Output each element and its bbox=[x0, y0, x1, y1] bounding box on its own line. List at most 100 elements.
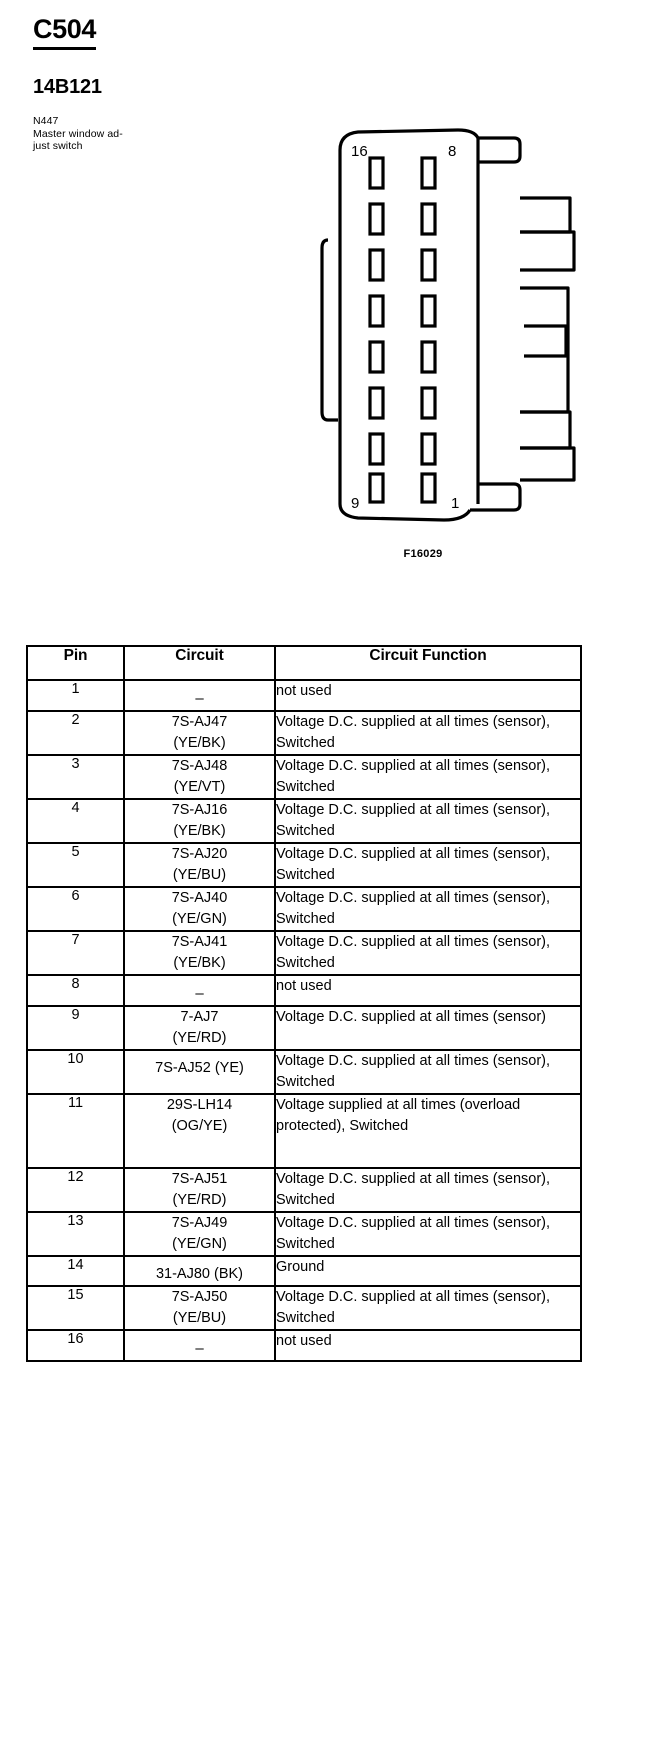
cell-pin: 8 bbox=[26, 974, 125, 1007]
connector-right-notch-2 bbox=[520, 230, 576, 272]
pin-cavity bbox=[420, 294, 437, 328]
component-description: N447 Master window ad- just switch bbox=[33, 115, 333, 153]
circuit-code: – bbox=[195, 1340, 204, 1357]
cell-circuit: 7S-AJ50(YE/BU) bbox=[123, 1285, 276, 1331]
cell-circuit: – bbox=[123, 1329, 276, 1362]
cell-pin: 12 bbox=[26, 1167, 125, 1213]
cell-circuit: 7S-AJ52 (YE) bbox=[123, 1049, 276, 1095]
connector-diagram-svg: 16 8 9 1 bbox=[320, 128, 576, 522]
circuit-code: 7S-AJ40 bbox=[171, 890, 228, 906]
circuit-code: 7S-AJ49 bbox=[171, 1215, 228, 1231]
pin-cavity bbox=[420, 340, 437, 374]
circuit-color-code: (YE/BK) bbox=[173, 823, 226, 839]
circuit-color-code: (YE/RD) bbox=[172, 1030, 227, 1046]
connector-right-lock-slot bbox=[524, 324, 568, 358]
column-header-circuit: Circuit bbox=[123, 645, 276, 681]
component-code: N447 bbox=[33, 115, 59, 127]
cell-function: Voltage D.C. supplied at all times (sens… bbox=[274, 710, 582, 756]
circuit-code: 7S-AJ48 bbox=[171, 758, 228, 774]
cell-circuit: 31-AJ80 (BK) bbox=[123, 1255, 276, 1287]
circuit-color-code: (YE/RD) bbox=[172, 1192, 227, 1208]
cell-pin: 2 bbox=[26, 710, 125, 756]
pin-cavity bbox=[420, 156, 437, 190]
cell-function: Voltage D.C. supplied at all times (sens… bbox=[274, 842, 582, 888]
cell-circuit: 7S-AJ48 (YE/VT) bbox=[123, 754, 276, 800]
cell-function: Voltage supplied at all times (overload … bbox=[274, 1093, 582, 1169]
cell-circuit: 7S-AJ51 (YE/RD) bbox=[123, 1167, 276, 1213]
component-name-line2: just switch bbox=[33, 140, 83, 152]
circuit-color-code: (YE/BK) bbox=[173, 955, 226, 971]
table-header-row: Pin Circuit Circuit Function bbox=[26, 645, 582, 681]
pin-cavity bbox=[368, 340, 385, 374]
pin-label-bottom-right: 1 bbox=[451, 495, 459, 512]
cell-function: not used bbox=[274, 679, 582, 712]
component-name-line1: Master window ad- bbox=[33, 127, 123, 140]
circuit-code: 7-AJ7 bbox=[180, 1009, 219, 1025]
cell-pin: 1 bbox=[26, 679, 125, 712]
table-row: 8–not used bbox=[26, 974, 582, 1007]
circuit-color-code: (YE/VT) bbox=[173, 779, 226, 795]
pin-table-body: 1 – not used 2 7S-AJ47 (YE/BK) Voltage D.C. su… bbox=[26, 679, 582, 1362]
cell-function: Voltage D.C. supplied at all times (sens… bbox=[274, 1211, 582, 1257]
table-row: 1 – not used bbox=[26, 679, 582, 712]
pin-label-top-left: 16 bbox=[351, 143, 368, 160]
table-row: 16 – not used bbox=[26, 1329, 582, 1362]
column-header-pin: Pin bbox=[26, 645, 125, 681]
circuit-code: 29S-LH14 bbox=[166, 1097, 233, 1113]
pin-cavity bbox=[368, 472, 385, 504]
connector-right-notch-4 bbox=[520, 446, 576, 482]
cell-pin: 15 bbox=[26, 1285, 125, 1331]
cell-pin: 6 bbox=[26, 886, 125, 932]
connector-right-lock-body bbox=[520, 286, 570, 414]
cell-pin: 16 bbox=[26, 1329, 125, 1362]
circuit-color-code: (YE/BK) bbox=[173, 735, 226, 751]
cell-circuit: 7S-AJ16 (YE/BK) bbox=[123, 798, 276, 844]
circuit-code: 7S-AJ16 bbox=[171, 802, 228, 818]
cell-pin: 4 bbox=[26, 798, 125, 844]
cell-function: not used bbox=[274, 1329, 582, 1362]
connector-bottom-curve bbox=[338, 503, 472, 522]
circuit-code: – bbox=[195, 690, 204, 707]
pin-cavity bbox=[368, 202, 385, 236]
figure-caption: F16029 bbox=[403, 548, 443, 560]
cell-circuit: 7-AJ7 (YE/RD) bbox=[123, 1005, 276, 1051]
part-number: 14B121 bbox=[33, 76, 102, 98]
table-row: 2 7S-AJ47 (YE/BK) Voltage D.C. supplied at … bbox=[26, 710, 582, 756]
cell-function: Voltage D.C. supplied at all times (sens… bbox=[274, 1285, 582, 1331]
pin-cavity bbox=[368, 156, 385, 190]
circuit-code: 7S-AJ41 bbox=[171, 934, 228, 950]
circuit-color-code: (YE/GN) bbox=[172, 911, 227, 927]
cell-circuit: 7S-AJ20(YE/BU) bbox=[123, 842, 276, 888]
circuit-code: 7S-AJ50 bbox=[171, 1289, 228, 1305]
circuit-code: 7S-AJ51 bbox=[171, 1171, 228, 1187]
pin-cavity-group bbox=[368, 156, 437, 504]
pin-cavity bbox=[420, 432, 437, 466]
pin-cavity bbox=[368, 432, 385, 466]
pin-cavity bbox=[368, 248, 385, 282]
circuit-code: 7S-AJ52 (YE) bbox=[155, 1060, 244, 1076]
cell-function: Voltage D.C. supplied at all times (sens… bbox=[274, 1005, 582, 1051]
connector-top-curve bbox=[338, 128, 480, 151]
cell-function: Voltage D.C. supplied at all times (sens… bbox=[274, 930, 582, 976]
cell-function: Voltage D.C. supplied at all times (sens… bbox=[274, 1049, 582, 1095]
pin-cavity bbox=[420, 386, 437, 420]
cell-circuit: 7S-AJ40 (YE/GN) bbox=[123, 886, 276, 932]
cell-circuit: 7S-AJ41 (YE/BK) bbox=[123, 930, 276, 976]
pin-cavity bbox=[420, 202, 437, 236]
cell-pin: 5 bbox=[26, 842, 125, 888]
circuit-code: – bbox=[195, 985, 204, 1002]
cell-pin: 9 bbox=[26, 1005, 125, 1051]
cell-function: Voltage D.C. supplied at all times (sens… bbox=[274, 1167, 582, 1213]
cell-function: Voltage D.C. supplied at all times (sens… bbox=[274, 754, 582, 800]
pin-cavity bbox=[420, 472, 437, 504]
circuit-code: 7S-AJ47 bbox=[171, 714, 228, 730]
